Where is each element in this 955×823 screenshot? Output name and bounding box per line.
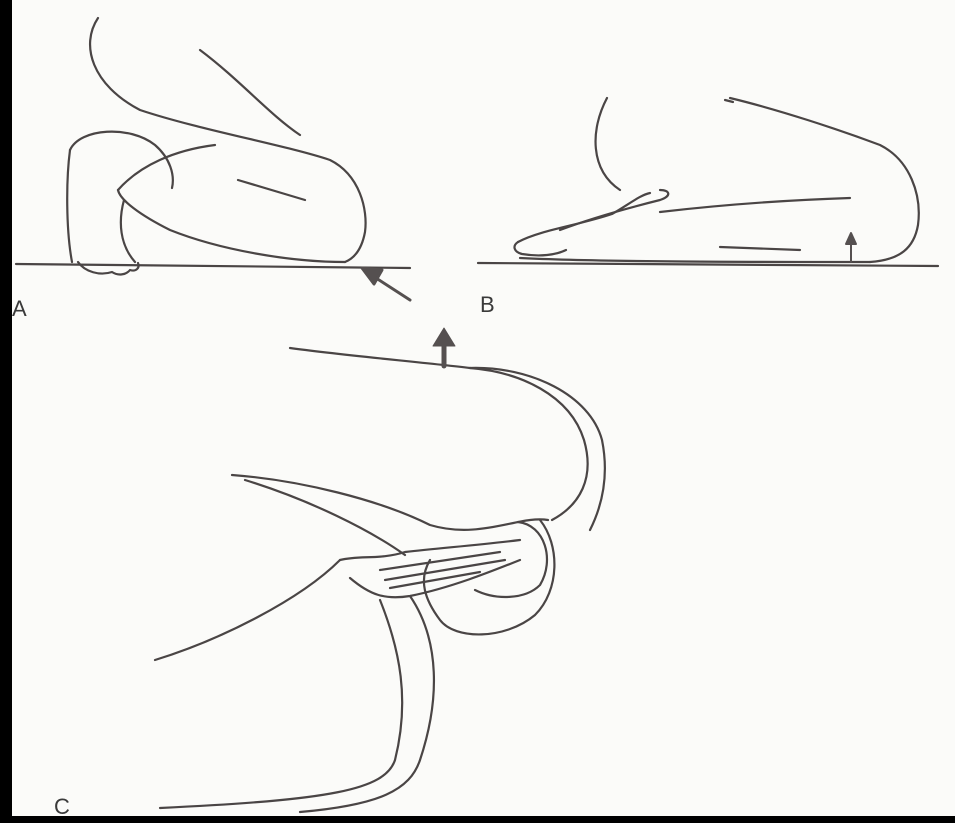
shin-underside (520, 258, 870, 262)
femur-lower (245, 480, 405, 555)
muscle-line (238, 180, 305, 200)
ground-line-a (16, 264, 410, 268)
panel-b-lift-arrow (846, 233, 856, 262)
panel-label-a: A (12, 296, 27, 322)
panel-c-knee-section (155, 348, 605, 812)
patella-outer (470, 368, 588, 520)
shin-contour (118, 190, 345, 262)
skin-upper-contour (290, 348, 605, 530)
thigh-top-contour (730, 98, 919, 262)
calf-line-b (720, 247, 800, 250)
tibia-shaft (300, 596, 434, 812)
calf-contour (118, 145, 215, 190)
thigh-front-contour (200, 50, 300, 135)
illustration-paper: A B C (12, 0, 955, 816)
femoral-condyle (424, 520, 555, 634)
foot-b (518, 193, 650, 242)
tendon-upper (340, 540, 520, 560)
tibia-outer (155, 560, 340, 660)
panel-a-kneeling-leg (16, 18, 410, 274)
thigh-back-contour (90, 18, 366, 262)
panel-label-b: B (480, 292, 495, 318)
heel-contour (70, 132, 173, 188)
thigh-underside (660, 198, 850, 212)
knee-illustration (12, 0, 955, 816)
panel-a-kneecap-arrow (362, 268, 410, 300)
hip-mark (725, 100, 733, 102)
panel-b-extended-leg (478, 98, 938, 266)
tendon-fiber-2 (385, 560, 505, 580)
panel-label-c: C (54, 794, 70, 816)
femur-upper (232, 475, 548, 530)
panel-c-pull-arrow (433, 328, 455, 366)
lower-leg-contour (67, 150, 72, 262)
toes-b (515, 242, 566, 255)
meniscus (475, 522, 547, 597)
tendon-lower (350, 560, 520, 597)
ground-line-b (478, 263, 938, 266)
tibia-inner (160, 600, 402, 808)
buttock-contour (596, 98, 620, 190)
foot-contour (121, 200, 135, 262)
